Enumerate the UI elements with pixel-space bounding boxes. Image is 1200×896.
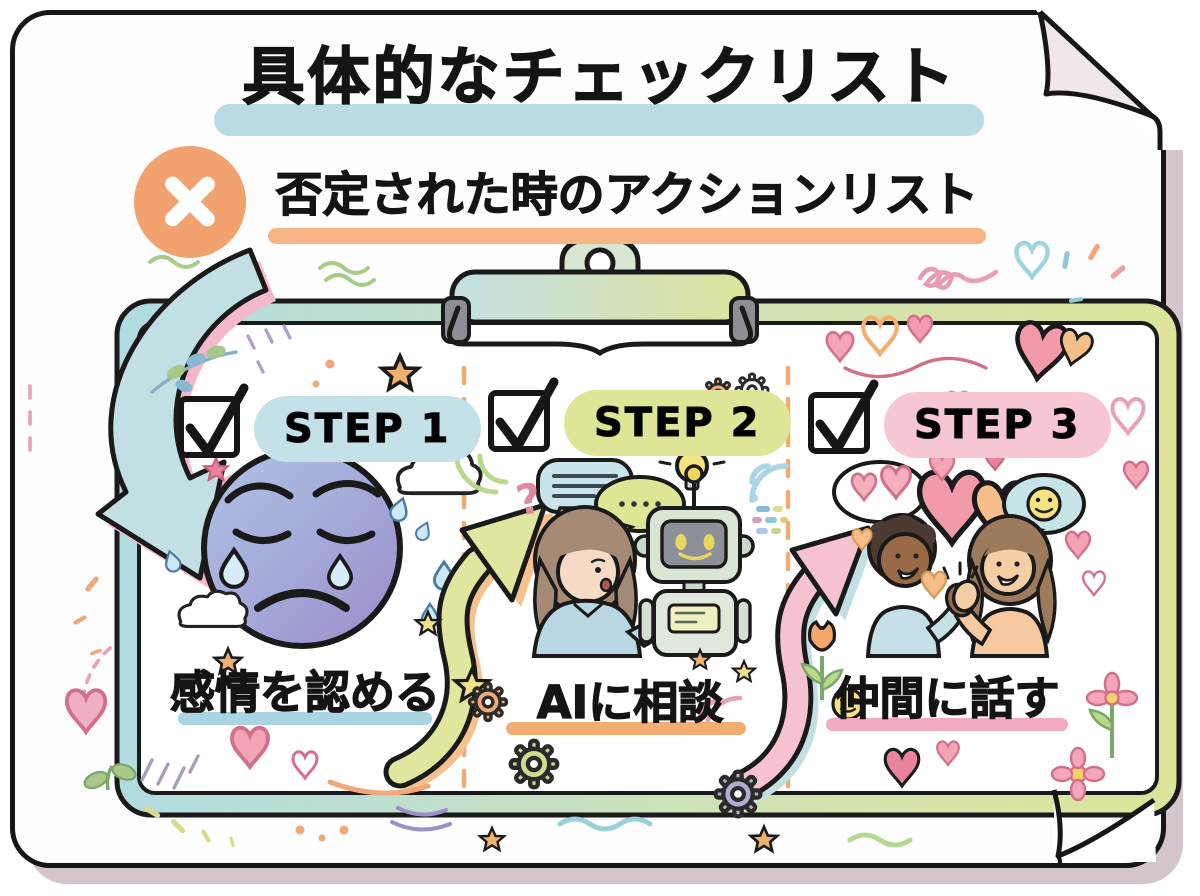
leaf-sprig-icon	[150, 324, 335, 394]
page-title: 具体的なチェックリスト	[242, 39, 958, 114]
checkbox-checked-icon	[488, 377, 559, 452]
sad-crying-face-illustration	[161, 354, 483, 780]
step-2-caption: AIに相談	[536, 675, 724, 729]
smiley-icon	[1026, 486, 1062, 522]
step2-to-step3-arrow-icon	[688, 525, 877, 817]
wifi-icon	[749, 463, 789, 503]
caption-underline	[178, 712, 432, 725]
robot-figure	[633, 464, 755, 657]
check-mark-icon	[495, 377, 559, 451]
gear-icon	[511, 741, 557, 787]
step-2-header: STEP 2	[488, 377, 791, 456]
friends-high-five-illustration	[800, 448, 1139, 802]
step-3-label: STEP 3	[884, 392, 1111, 458]
squiggle-icon	[847, 832, 913, 848]
woman-and-robot-illustration: ? ?	[453, 372, 789, 853]
tulip-icon	[800, 619, 844, 700]
step-1-label: STEP 1	[254, 396, 481, 462]
squiggle-icon	[557, 816, 653, 832]
step-1-caption: 感情を認める	[169, 665, 440, 719]
data-lines-icon	[752, 506, 788, 534]
outer-doodles	[28, 243, 1127, 848]
high-five-hands	[942, 561, 981, 618]
intro-curved-arrow-icon	[95, 247, 276, 589]
subtitle: 否定された時のアクションリスト	[275, 167, 979, 223]
squiggle-icon	[148, 255, 376, 287]
flower-icon	[1050, 746, 1106, 802]
title-highlight	[214, 104, 984, 136]
caption-underline	[826, 718, 1068, 731]
step1-to-step2-arrow-icon	[327, 502, 557, 852]
heart-icon	[64, 688, 108, 734]
checkbox-checked-icon	[178, 383, 249, 458]
step-2-label: STEP 2	[564, 390, 791, 456]
squiggle-icon	[917, 266, 999, 290]
check-mark-icon	[815, 379, 879, 453]
speech-bubble-icon	[832, 460, 928, 524]
flower-icon	[1085, 671, 1139, 758]
step-1-header: STEP 1	[178, 383, 481, 462]
subtitle-underline	[268, 228, 986, 244]
gear-icon	[716, 772, 761, 817]
bottom-doodles	[140, 754, 913, 848]
sprout-icon	[83, 763, 137, 791]
heart-cluster	[825, 314, 1150, 490]
step-3-caption: 仲間に話す	[834, 671, 1060, 725]
checkbox-checked-icon	[808, 379, 879, 454]
page-fold-bottom-right	[1051, 789, 1156, 868]
caption-underline	[506, 722, 746, 735]
check-mark-icon	[185, 383, 249, 457]
page-fold-top-right	[1034, 8, 1200, 150]
man-figure	[865, 513, 967, 658]
x-mark-icon	[134, 146, 246, 258]
step-3-header: STEP 3	[808, 379, 1111, 458]
woman-figure	[953, 514, 1057, 658]
rain-dashes	[246, 324, 292, 374]
